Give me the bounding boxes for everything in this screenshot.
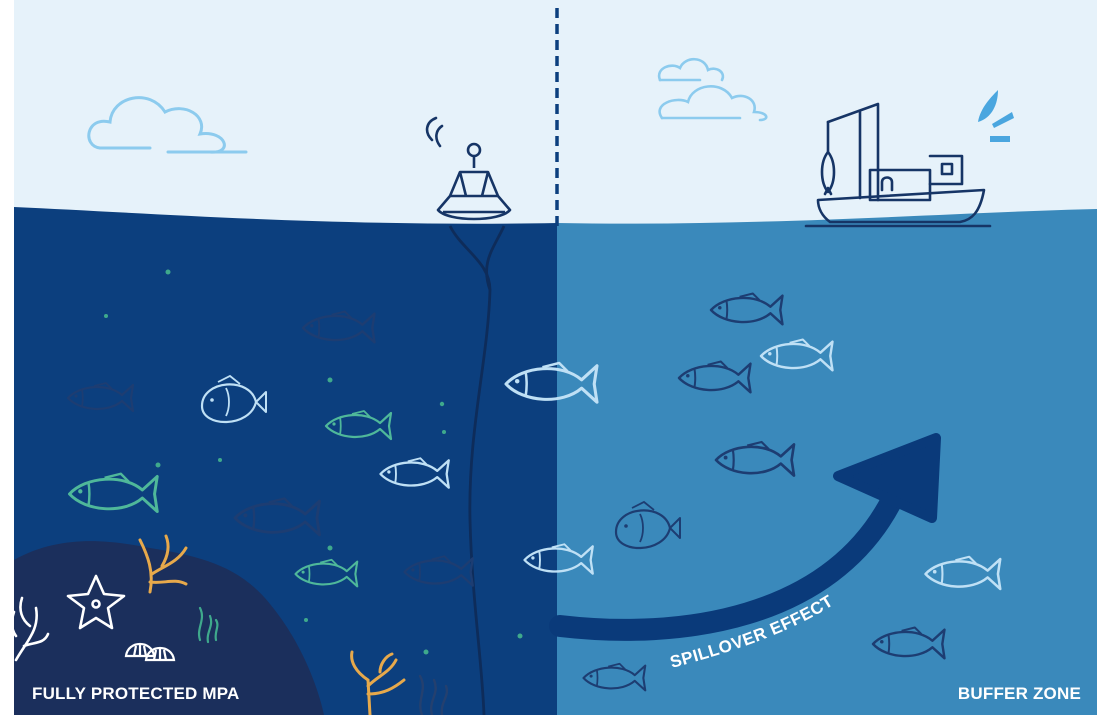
fishing-boat-icon [804, 102, 992, 228]
mooring-line [448, 225, 492, 715]
seaweed-icon [418, 674, 449, 715]
coral-icon [350, 650, 406, 715]
coral-icon [10, 596, 50, 662]
mooring-line [485, 225, 506, 291]
shell-icon [124, 642, 176, 662]
water-splash-icon [978, 90, 1014, 142]
buffer-water [557, 209, 1097, 715]
buoy-icon [425, 116, 512, 221]
sky-background [14, 0, 1097, 235]
seaweed-icon [197, 606, 219, 644]
cloud-icon [87, 96, 248, 154]
spillover-arrow-icon [549, 433, 941, 641]
cloud-icon [657, 57, 768, 122]
starfish-icon [66, 574, 126, 630]
fully-protected-mpa-label: FULLY PROTECTED MPA [32, 684, 240, 703]
buffer-zone-label: BUFFER ZONE [957, 684, 1081, 703]
coral-icon [138, 534, 188, 594]
